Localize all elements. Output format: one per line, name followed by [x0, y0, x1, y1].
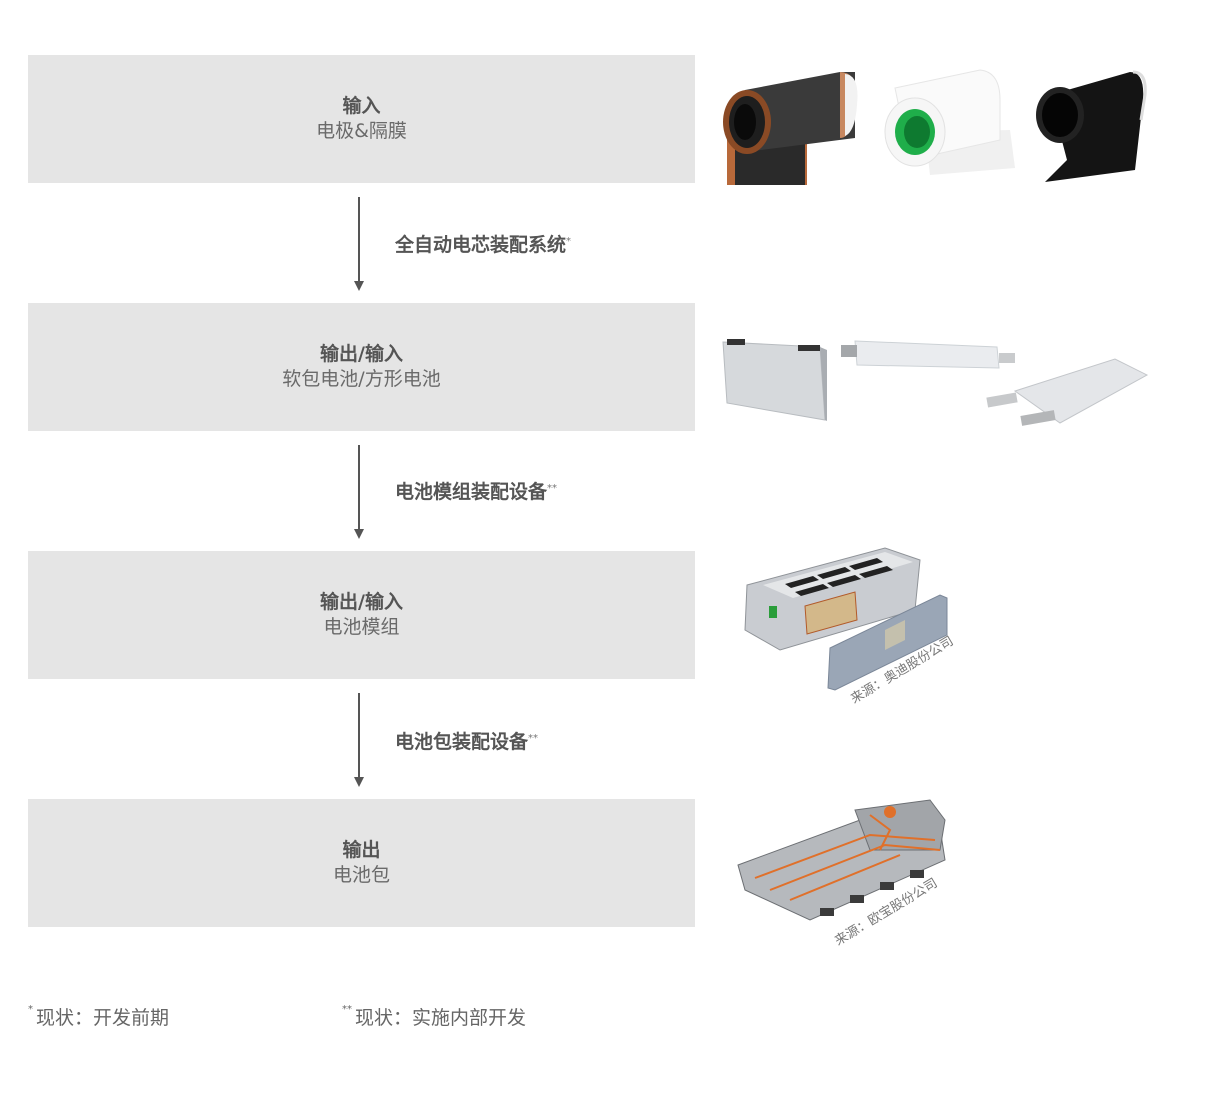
- footnote-text: 现状：开发前期: [36, 1007, 170, 1029]
- footnote-mark: *: [566, 236, 572, 247]
- stage-pack: 输出 电池包: [28, 799, 695, 927]
- footnote-text: 现状：实施内部开发: [355, 1007, 527, 1029]
- process-cell-assembly: 全自动电芯装配系统*: [395, 233, 571, 257]
- electrode-separator-images: [723, 69, 1147, 185]
- pouch-cell-icon: [986, 358, 1149, 426]
- footnote-mark: **: [528, 733, 539, 744]
- stage-subtitle: 电池模组: [323, 616, 400, 638]
- stage-title: 输入: [342, 95, 381, 117]
- graphite-electrode-roll-icon: [1036, 70, 1147, 182]
- process-label: 电池模组装配设备: [395, 481, 548, 503]
- arrow-down-icon: [354, 445, 364, 539]
- arrow-down-icon: [354, 693, 364, 787]
- prismatic-cell-icon: [722, 339, 827, 421]
- process-pack-assembly: 电池包装配设备**: [395, 730, 538, 754]
- process-label: 全自动电芯装配系统: [395, 234, 567, 256]
- stage-title: 输出/输入: [320, 591, 403, 613]
- arrow-down-icon: [354, 197, 364, 291]
- footnote-early-development: *现状：开发前期: [28, 1003, 169, 1030]
- stage-title: 输出/输入: [320, 343, 403, 365]
- battery-module-image: [744, 547, 948, 691]
- separator-roll-icon: [884, 69, 1015, 175]
- footnote-mark: **: [547, 483, 558, 494]
- stage-subtitle: 软包电池/方形电池: [282, 368, 441, 390]
- footnote-mark: *: [28, 1004, 33, 1015]
- stage-subtitle: 电池包: [332, 864, 390, 886]
- pouch-cell-long-icon: [841, 340, 1015, 369]
- stage-input-electrodes: 输入 电极&隔膜: [28, 55, 695, 183]
- process-module-assembly: 电池模组装配设备**: [395, 480, 557, 504]
- footnote-in-house-development: **现状：实施内部开发: [342, 1003, 526, 1030]
- stage-module: 输出/输入 电池模组: [28, 551, 695, 679]
- copper-foil-roll-icon: [723, 72, 858, 185]
- battery-pack-image: [737, 799, 946, 921]
- footnote-mark: **: [342, 1004, 352, 1015]
- stage-cells: 输出/输入 软包电池/方形电池: [28, 303, 695, 431]
- cell-images: [722, 339, 1149, 426]
- stage-subtitle: 电极&隔膜: [316, 120, 407, 142]
- process-label: 电池包装配设备: [395, 731, 529, 753]
- stage-title: 输出: [342, 839, 381, 861]
